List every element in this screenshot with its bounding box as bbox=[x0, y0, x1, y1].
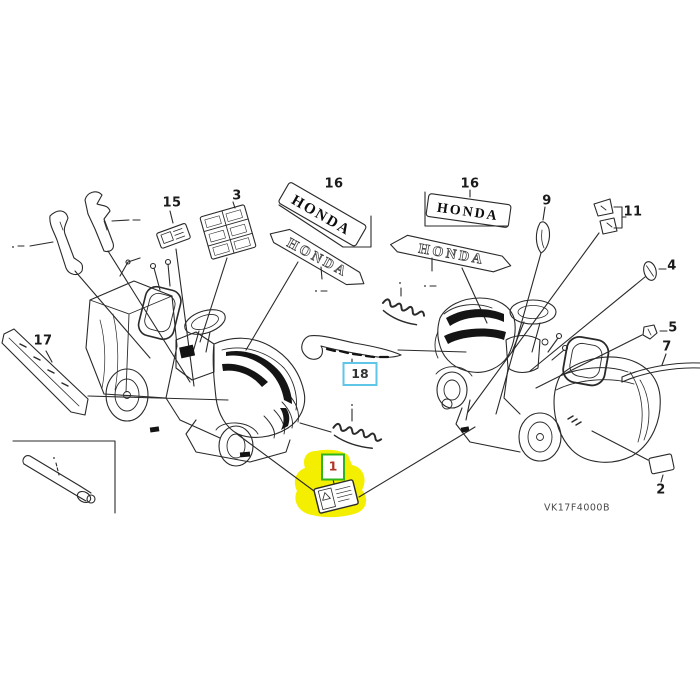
tick-17 bbox=[45, 350, 53, 363]
part-7-trim-strip bbox=[621, 362, 700, 383]
part-18-swoosh-decal bbox=[301, 335, 402, 360]
callout-9[interactable]: 9 bbox=[542, 193, 552, 209]
leader-4 bbox=[529, 276, 646, 372]
leader-script-fender bbox=[299, 422, 332, 433]
leader-strip-left bbox=[74, 270, 151, 359]
mower-right-drawing bbox=[434, 297, 661, 463]
dot-script-mid bbox=[399, 282, 401, 284]
part-4-decal bbox=[643, 261, 657, 281]
dot-decal-right bbox=[424, 285, 426, 287]
mower-left-drawing bbox=[85, 257, 306, 467]
part-1-warning-label bbox=[313, 479, 359, 514]
leader-1-right bbox=[358, 426, 476, 498]
dot-decal-left bbox=[315, 290, 317, 292]
dot-script-fender bbox=[351, 404, 353, 406]
tick-tube bbox=[55, 462, 60, 476]
strip-decal-left bbox=[12, 210, 84, 276]
leader-3 bbox=[199, 257, 228, 343]
part-5-decal bbox=[642, 324, 658, 340]
inset-box bbox=[12, 440, 116, 514]
callout-16-left[interactable]: 16 bbox=[324, 176, 344, 192]
part-3-grid-decal bbox=[199, 204, 257, 260]
honda-decal-right bbox=[390, 234, 512, 273]
leader-9 bbox=[495, 252, 542, 415]
callout-4[interactable]: 4 bbox=[667, 258, 677, 274]
callout-7[interactable]: 7 bbox=[662, 339, 672, 355]
leader-11 bbox=[467, 232, 600, 413]
part-2-decal bbox=[648, 453, 675, 475]
dot-tube bbox=[53, 457, 55, 459]
part-9-decal bbox=[535, 221, 551, 254]
tube-tool bbox=[22, 455, 96, 504]
callout-16-right[interactable]: 16 bbox=[460, 176, 480, 192]
tick-7 bbox=[661, 353, 667, 366]
tick-9 bbox=[542, 206, 546, 221]
callout-1-selected[interactable]: 1 bbox=[321, 453, 345, 481]
bracket-11 bbox=[613, 206, 627, 229]
callout-5[interactable]: 5 bbox=[668, 320, 678, 336]
leader-18 bbox=[397, 349, 467, 353]
callout-18-selected[interactable]: 18 bbox=[342, 362, 378, 386]
callout-3[interactable]: 3 bbox=[232, 188, 242, 204]
leader-5 bbox=[535, 334, 643, 389]
leader-16-left bbox=[245, 261, 299, 351]
tick-decal-left bbox=[320, 266, 323, 280]
script-emblem-decal-mid bbox=[381, 298, 426, 326]
honda-decal-left bbox=[269, 228, 365, 286]
honda-badge-left bbox=[278, 182, 367, 247]
tick-2 bbox=[660, 474, 664, 483]
honda-decal-left-text: HONDA bbox=[284, 236, 350, 281]
bracket-16-left bbox=[278, 204, 372, 248]
leader-1-left bbox=[236, 433, 315, 492]
tick-15 bbox=[169, 210, 174, 224]
script-emblem-decal-fender bbox=[332, 422, 383, 449]
part-11-decals bbox=[593, 198, 618, 235]
leader-2 bbox=[591, 430, 649, 461]
callout-17[interactable]: 17 bbox=[33, 333, 53, 349]
callout-11[interactable]: 11 bbox=[623, 204, 643, 220]
honda-badge-right bbox=[425, 193, 512, 228]
leader-15 bbox=[175, 248, 195, 387]
drawing-part-code: VK17F4000B bbox=[544, 502, 610, 514]
part-17-stripe-decal bbox=[1, 328, 89, 416]
part-15-label-decal bbox=[156, 223, 191, 249]
callout-15[interactable]: 15 bbox=[162, 195, 182, 211]
tick-3 bbox=[232, 201, 236, 209]
strip-decal-hook bbox=[84, 191, 141, 253]
callout-2[interactable]: 2 bbox=[656, 482, 666, 498]
bracket-16-right bbox=[424, 191, 509, 227]
